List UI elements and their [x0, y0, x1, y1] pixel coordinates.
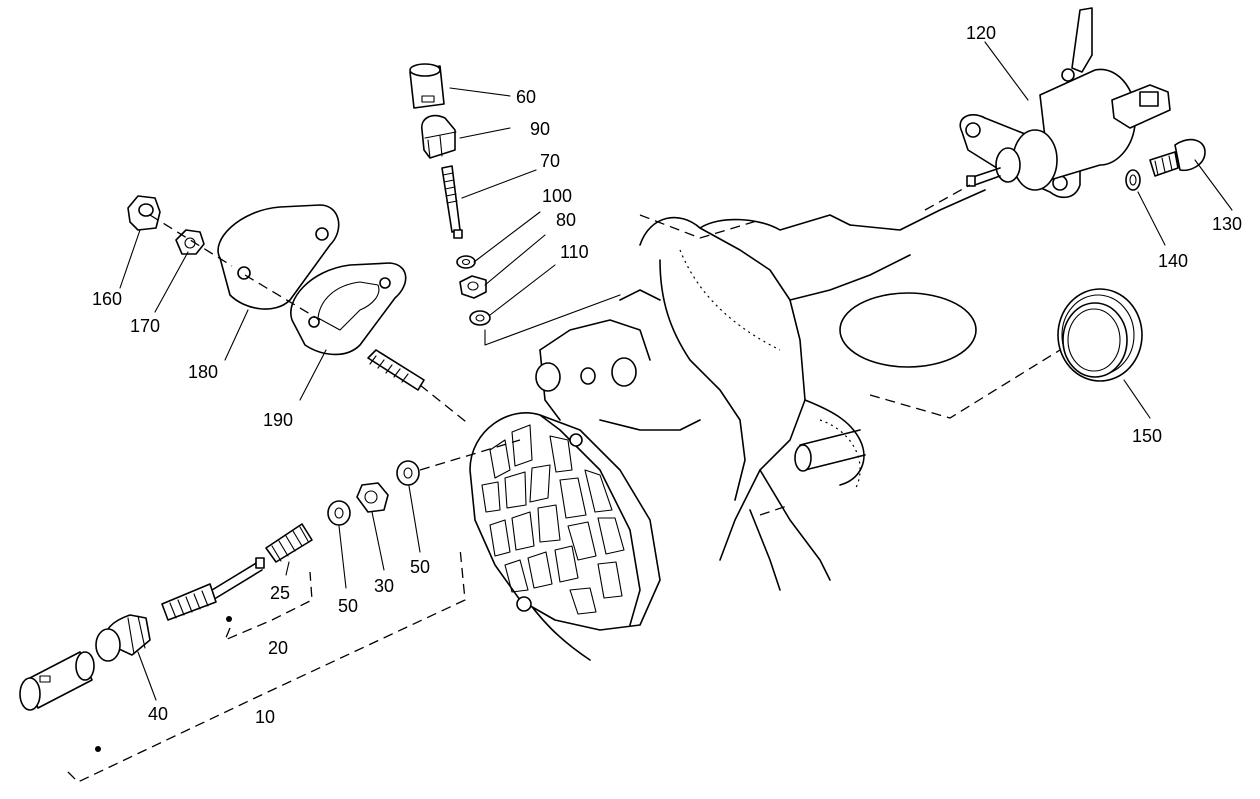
sleeve-10: [19, 651, 95, 711]
label-150: 150: [1132, 426, 1162, 446]
engine-housing: [519, 189, 986, 661]
label-20: 20: [268, 638, 288, 658]
ribbed-cover: [469, 412, 661, 631]
cap-nut-40: [95, 614, 151, 662]
washer-50b: [396, 460, 420, 486]
bolt-130: [1149, 138, 1206, 177]
leader-lines: [119, 41, 1233, 701]
spring-upper: [367, 349, 425, 391]
label-30: 30: [374, 576, 394, 596]
label-180: 180: [188, 362, 218, 382]
label-120: 120: [966, 23, 996, 43]
label-100: 100: [542, 186, 572, 206]
label-90: 90: [530, 119, 550, 139]
label-80: 80: [556, 210, 576, 230]
label-50b: 50: [410, 557, 430, 577]
cap-60: [409, 63, 445, 109]
label-70: 70: [540, 151, 560, 171]
screw-70: [441, 165, 463, 239]
label-140: 140: [1158, 251, 1188, 271]
nut-30: [356, 482, 389, 513]
nut-90: [421, 114, 457, 159]
washer-140: [1125, 169, 1141, 191]
cover-oval: [839, 292, 977, 368]
label-160: 160: [92, 289, 122, 309]
label-170: 170: [130, 316, 160, 336]
label-60: 60: [516, 87, 536, 107]
nut-160: [127, 195, 161, 231]
label-40: 40: [148, 704, 168, 724]
seal-150: [1057, 288, 1143, 382]
label-190: 190: [263, 410, 293, 430]
spring-25: [265, 523, 313, 563]
stop-solenoid: [959, 7, 1171, 199]
cover-plate-180: [217, 204, 340, 310]
assembly-lines: [67, 184, 1061, 783]
label-10: 10: [255, 707, 275, 727]
washer-110: [469, 310, 491, 326]
gasket-190: [290, 262, 407, 356]
label-50a: 50: [338, 596, 358, 616]
label-130: 130: [1212, 214, 1242, 234]
washer-100: [456, 255, 476, 269]
nut-80: [459, 275, 487, 299]
callout-labels: 120 60 90 70 100 80 110 130 140 160 170 …: [92, 23, 1242, 727]
label-110: 110: [560, 242, 589, 262]
label-25: 25: [270, 583, 290, 603]
adjuster-screw-20: [161, 557, 265, 621]
washer-50a: [327, 500, 351, 526]
